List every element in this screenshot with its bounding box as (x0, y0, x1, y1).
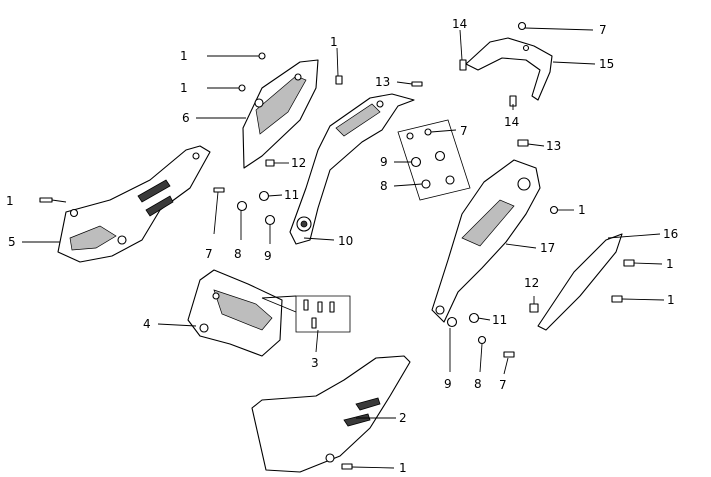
callout-1b: 1 (180, 81, 188, 95)
callout-17: 17 (540, 241, 555, 255)
callout-6: 6 (182, 111, 190, 125)
callout-1h: 1 (399, 461, 407, 475)
callout-9a: 9 (380, 155, 388, 169)
callout-12b: 12 (524, 276, 539, 290)
callout-11b: 11 (492, 313, 507, 327)
part-6-side-cover (242, 59, 319, 169)
part-5-floor-side-panel (57, 145, 211, 263)
callout-11a: 11 (284, 188, 299, 202)
callout-1f: 1 (666, 257, 674, 271)
callout-9b: 9 (264, 249, 272, 263)
callout-labels: 1 1 1 13 14 7 15 14 6 12 7 9 8 13 11 1 1… (6, 17, 678, 475)
callout-16: 16 (663, 227, 678, 241)
fastener-group-box-9-8 (397, 119, 471, 201)
callout-7d: 7 (499, 378, 507, 392)
callout-15: 15 (599, 57, 614, 71)
callout-4: 4 (143, 317, 151, 331)
callout-1c: 1 (330, 35, 338, 49)
part-17-right-side-panel (431, 159, 541, 323)
callout-3: 3 (311, 356, 319, 370)
callout-2: 2 (399, 411, 407, 425)
callout-7b: 7 (460, 124, 468, 138)
callout-1d: 1 (6, 194, 14, 208)
callout-1g: 1 (667, 293, 675, 307)
callout-8b: 8 (234, 247, 242, 261)
part-2-lower-side-cover (251, 355, 411, 473)
callout-8c: 8 (474, 377, 482, 391)
callout-8a: 8 (380, 179, 388, 193)
callout-7a: 7 (599, 23, 607, 37)
leader-lines (22, 27, 665, 469)
callout-13a: 13 (375, 75, 390, 89)
part-4-bracket-box (187, 269, 283, 357)
part-15-grab-handle (465, 37, 553, 101)
callout-14a: 14 (452, 17, 467, 31)
callout-1a: 1 (180, 49, 188, 63)
callout-12a: 12 (291, 156, 306, 170)
fastener-group-box-3 (295, 295, 351, 333)
callout-1e: 1 (578, 203, 586, 217)
callout-13b: 13 (546, 139, 561, 153)
part-16-trim-strip (537, 233, 623, 331)
callout-5: 5 (8, 235, 16, 249)
callout-10: 10 (338, 234, 353, 248)
callout-7c: 7 (205, 247, 213, 261)
part-10-center-brace (289, 93, 415, 245)
fasteners (39, 21, 635, 470)
callout-9c: 9 (444, 377, 452, 391)
callout-14b: 14 (504, 115, 519, 129)
